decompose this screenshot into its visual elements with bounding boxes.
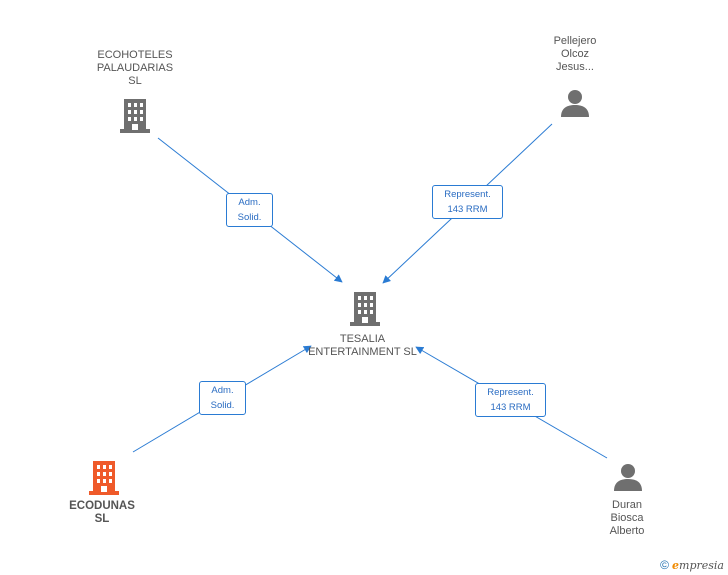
edge-label-line: Adm. [211, 385, 234, 396]
logo-letter: e [672, 559, 680, 572]
node-label-line: SL [128, 75, 142, 87]
edge-label-pellejero[interactable]: Represent. 143 RRM [432, 185, 503, 219]
node-label-line: PALAUDARIAS [96, 62, 174, 74]
building-icon[interactable] [350, 292, 380, 326]
node-label-line: SL [94, 513, 110, 525]
building-icon[interactable] [120, 99, 150, 133]
node-label-line: Pellejero [553, 35, 597, 47]
node-label-pellejero[interactable]: Pellejero Olcoz Jesus... [520, 35, 630, 74]
edge-label-line: Adm. [238, 197, 261, 208]
empresia-logo[interactable]: empresia [672, 559, 724, 572]
node-label-line: Biosca [610, 512, 644, 524]
copyright-footer: © empresia [660, 558, 724, 572]
node-label-line: Jesus... [556, 61, 594, 73]
edge-label-line: 143 RRM [447, 204, 488, 215]
edge-label-line: 143 RRM [490, 402, 531, 413]
node-label-line: ECOHOTELES [97, 49, 173, 61]
edge-label-line: Represent. [444, 189, 491, 200]
edge-label-ecohoteles[interactable]: Adm. Solid. [226, 193, 273, 227]
node-label-line: TESALIA [339, 333, 386, 345]
edge-label-duran[interactable]: Represent. 143 RRM [475, 383, 546, 417]
node-label-duran[interactable]: Duran Biosca Alberto [575, 499, 679, 538]
edge-label-ecodunas[interactable]: Adm. Solid. [199, 381, 246, 415]
node-label-line: Olcoz [560, 48, 590, 60]
edge-label-line: Represent. [487, 387, 534, 398]
node-label-line: Alberto [609, 525, 645, 537]
node-label-line: ENTERTAINMENT SL [308, 346, 417, 358]
edge-label-line: Solid. [210, 400, 235, 411]
node-label-center[interactable]: TESALIA ENTERTAINMENT SL [290, 333, 435, 359]
logo-text: mpresia [679, 559, 724, 572]
node-label-ecodunas[interactable]: ECODUNAS SL [50, 500, 154, 526]
node-label-line: ECODUNAS [69, 500, 135, 512]
building-icon-highlight[interactable] [89, 461, 119, 495]
copyright-icon: © [660, 558, 669, 572]
node-label-line: Duran [612, 499, 642, 511]
person-icon[interactable] [561, 89, 589, 117]
person-icon[interactable] [614, 463, 642, 491]
edge-label-line: Solid. [237, 212, 262, 223]
node-label-ecohoteles[interactable]: ECOHOTELES PALAUDARIAS SL [80, 49, 190, 88]
